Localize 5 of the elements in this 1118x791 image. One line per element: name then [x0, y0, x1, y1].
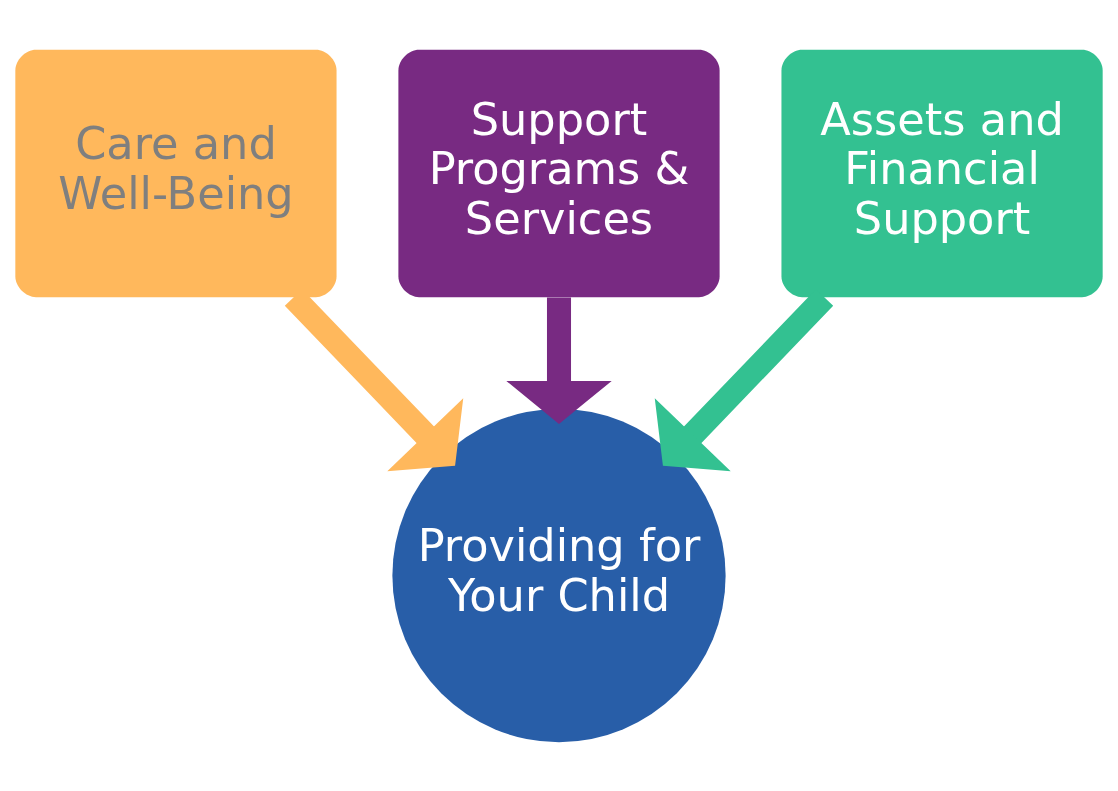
node-box: Support Programs & Services — [398, 49, 720, 297]
arrow — [506, 297, 612, 424]
node-box: Assets and Financial Support — [781, 49, 1103, 297]
node-box: Care and Well-Being — [15, 49, 337, 297]
node-circle: Providing for Your Child — [392, 408, 726, 742]
